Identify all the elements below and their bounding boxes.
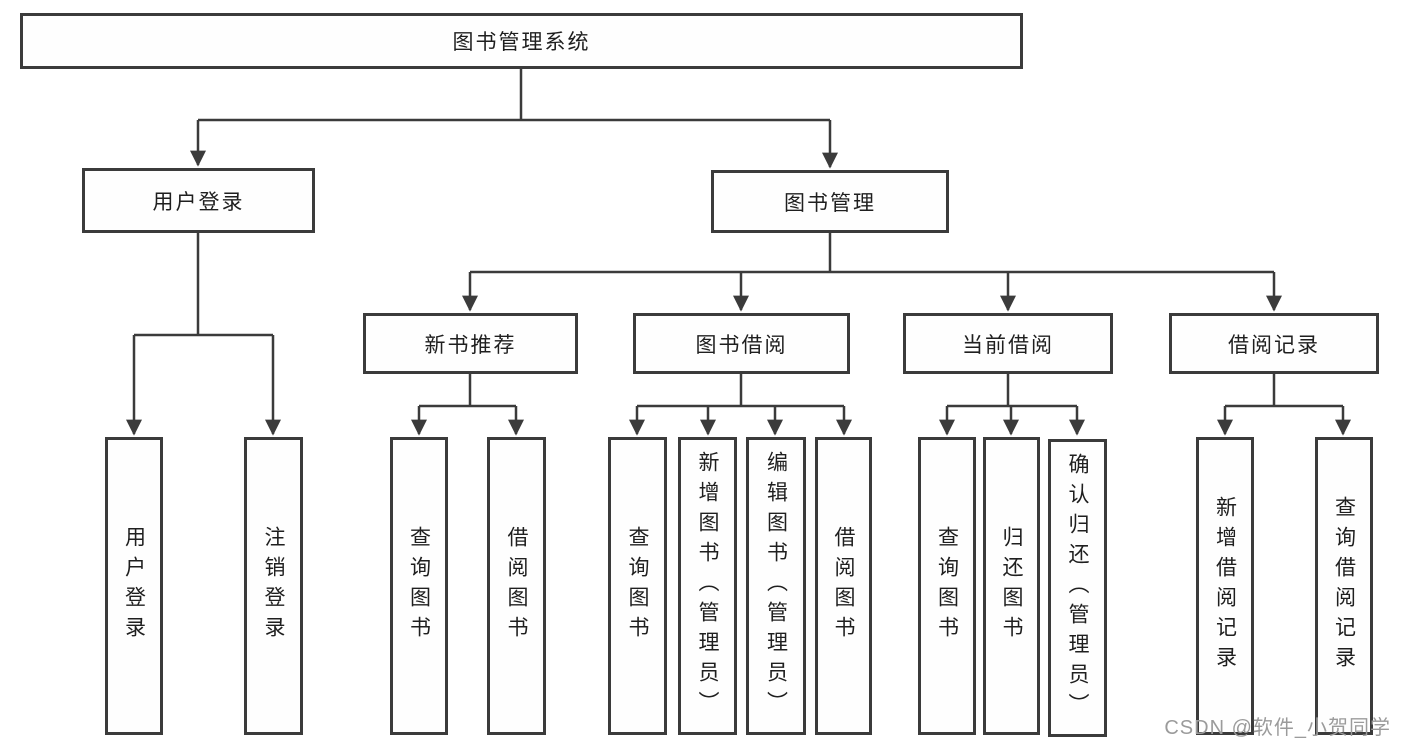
node-label: 用户登录 — [122, 526, 146, 646]
node-new-book-recommend: 新书推荐 — [363, 313, 578, 374]
node-label: 借阅图书 — [505, 526, 529, 646]
node-label: 图书借阅 — [695, 333, 788, 357]
node-label: 确认归还（管理员） — [1066, 453, 1090, 723]
node-label: 图书管理系统 — [452, 31, 591, 54]
node-label: 归还图书 — [1000, 526, 1024, 646]
leaf-user-login: 用户登录 — [105, 437, 163, 735]
leaf-return-books: 归还图书 — [983, 437, 1040, 735]
node-label: 查询图书 — [935, 526, 959, 646]
leaf-query-books-1: 查询图书 — [390, 437, 448, 735]
node-label: 查询图书 — [407, 526, 431, 646]
node-label: 用户登录 — [152, 190, 245, 214]
csdn-watermark: CSDN @软件_小贺同学 — [1164, 717, 1391, 739]
node-book-borrow: 图书借阅 — [633, 313, 850, 374]
node-label: 注销登录 — [262, 526, 286, 646]
node-label: 编辑图书（管理员） — [764, 451, 788, 721]
leaf-confirm-return-admin: 确认归还（管理员） — [1048, 439, 1107, 737]
leaf-query-books-2: 查询图书 — [608, 437, 667, 735]
leaf-query-borrow-record: 查询借阅记录 — [1315, 437, 1373, 735]
node-label: 新增借阅记录 — [1213, 496, 1237, 676]
node-label: 图书管理 — [784, 191, 876, 215]
node-label: 借阅图书 — [832, 526, 856, 646]
leaf-borrow-books-2: 借阅图书 — [815, 437, 872, 735]
node-book-management: 图书管理 — [711, 170, 949, 233]
leaf-borrow-books-1: 借阅图书 — [487, 437, 546, 735]
leaf-edit-books-admin: 编辑图书（管理员） — [746, 437, 806, 735]
node-label: 查询借阅记录 — [1332, 496, 1356, 676]
leaf-logout: 注销登录 — [244, 437, 303, 735]
node-borrow-records: 借阅记录 — [1169, 313, 1379, 374]
node-root-library-system: 图书管理系统 — [20, 13, 1023, 69]
leaf-add-books-admin: 新增图书（管理员） — [678, 437, 737, 735]
node-label: 新增图书（管理员） — [696, 451, 720, 721]
leaf-query-books-3: 查询图书 — [918, 437, 976, 735]
node-label: 查询图书 — [626, 526, 650, 646]
node-current-borrow: 当前借阅 — [903, 313, 1113, 374]
node-label: 当前借阅 — [962, 333, 1054, 357]
node-user-login: 用户登录 — [82, 168, 315, 233]
leaf-add-borrow-record: 新增借阅记录 — [1196, 437, 1254, 735]
node-label: 借阅记录 — [1228, 333, 1320, 357]
node-label: 新书推荐 — [424, 333, 517, 357]
